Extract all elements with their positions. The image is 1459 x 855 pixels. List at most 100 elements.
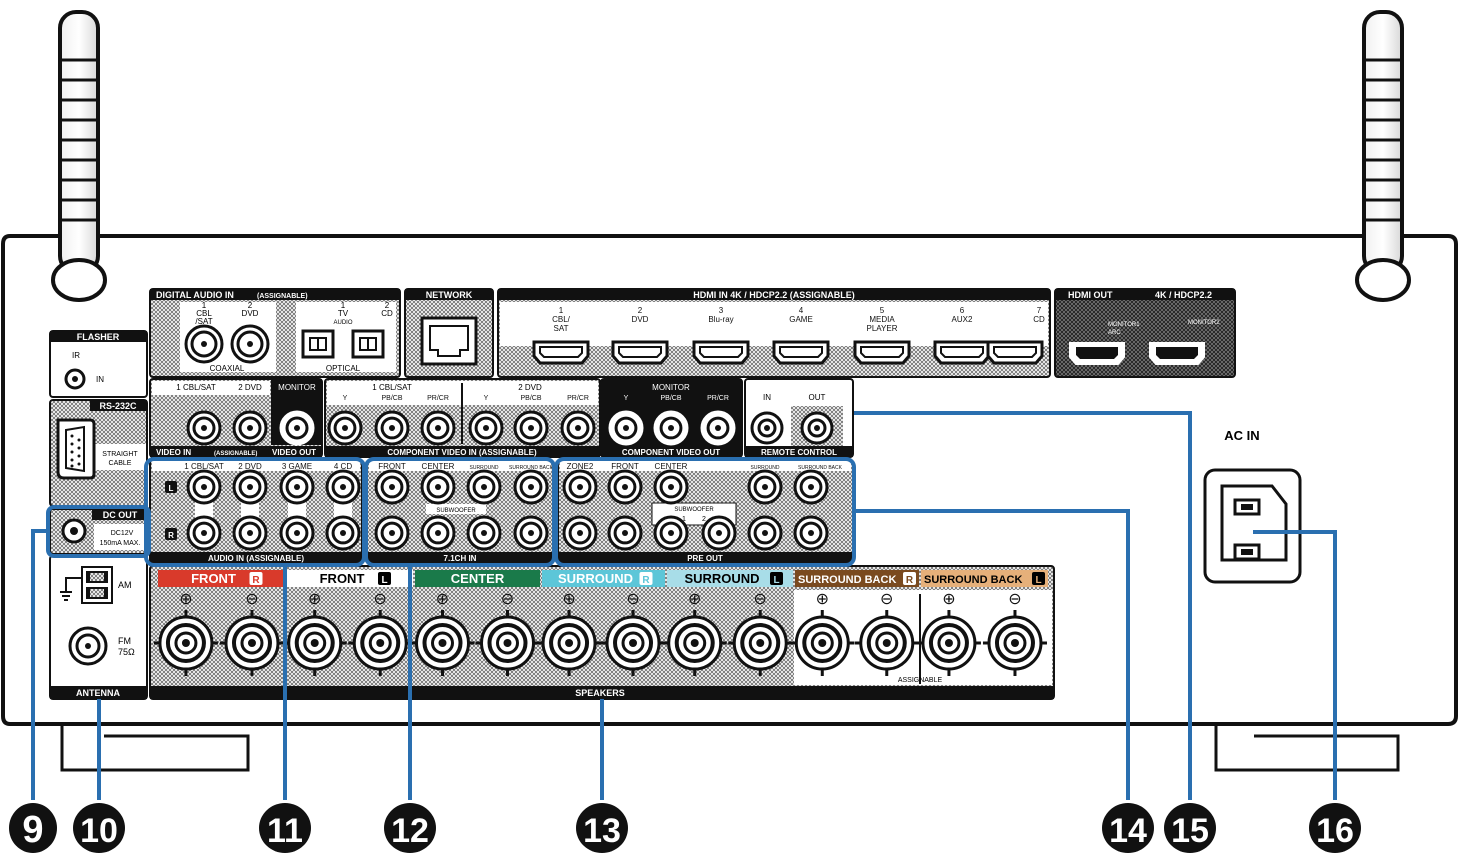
speaker-terminal-3-plus[interactable] <box>410 610 475 676</box>
speaker-side-label-4: R <box>642 575 650 586</box>
ac-in-section: AC IN <box>1203 428 1302 584</box>
hdmi-out-monitor1-port[interactable] <box>1069 342 1125 365</box>
audio-in-r-jack-1[interactable] <box>186 515 222 551</box>
coaxial-jack-2[interactable] <box>230 324 270 364</box>
ch71-top-jack-1[interactable] <box>374 469 410 505</box>
hdmi-in-port-5[interactable] <box>853 340 911 365</box>
audio-in-title: AUDIO IN (ASSIGNABLE) <box>208 554 304 563</box>
audio-in-l-jack-1[interactable] <box>186 469 222 505</box>
hdmi-in-port-3[interactable] <box>692 340 750 365</box>
coaxial-jack-1[interactable] <box>184 324 224 364</box>
ethernet-port[interactable] <box>420 316 478 366</box>
component-in-jack-3[interactable] <box>420 410 456 446</box>
ch71-label-4: SURROUND BACK <box>509 465 554 471</box>
video-out-monitor-jack[interactable] <box>279 410 315 446</box>
pre-out-top-jack-4[interactable] <box>747 469 783 505</box>
component-in-jack-6[interactable] <box>560 410 596 446</box>
hdmi-in-port-1[interactable] <box>532 340 590 365</box>
flasher-in-jack[interactable] <box>64 368 86 390</box>
pre-out-bottom-jack-3[interactable] <box>653 515 689 551</box>
speaker-terminal-6-minus[interactable] <box>854 610 919 676</box>
component-in-jack-4[interactable] <box>468 410 504 446</box>
callout-16: 16 <box>1309 803 1361 853</box>
pre-out-top-jack-5[interactable] <box>793 469 829 505</box>
hdmi-out-monitor2-port[interactable] <box>1149 342 1205 365</box>
callout-lines <box>31 411 1337 800</box>
component-out-jack-2[interactable] <box>653 410 689 446</box>
speaker-terminal-5-plus[interactable] <box>662 610 727 676</box>
speaker-terminal-3-minus[interactable] <box>475 610 540 676</box>
am-terminal[interactable] <box>81 566 113 604</box>
audio-in-r-jack-4[interactable] <box>325 515 361 551</box>
speaker-terminal-1-minus[interactable] <box>219 610 284 676</box>
component-in-jack-2[interactable] <box>374 410 410 446</box>
fm-ohm-label: 75Ω <box>118 647 135 657</box>
fm-jack[interactable] <box>68 626 108 666</box>
ch71-top-jack-4[interactable] <box>513 469 549 505</box>
audio-in-r-jack-3[interactable] <box>279 515 315 551</box>
ch71-bottom-jack-1[interactable] <box>374 515 410 551</box>
remote-out-jack[interactable] <box>800 411 834 445</box>
speaker-plus-4: ⊕ <box>562 591 575 608</box>
audio-in-l-jack-2[interactable] <box>232 469 268 505</box>
speaker-terminal-1-plus[interactable] <box>153 610 218 676</box>
hdmi-in-port-6[interactable] <box>933 340 991 365</box>
speaker-terminal-4-plus[interactable] <box>537 610 602 676</box>
antenna-left <box>51 10 107 302</box>
component-out-jack-3[interactable] <box>700 410 736 446</box>
hdmi-out-title2: 4K / HDCP2.2 <box>1155 290 1212 300</box>
component-in-jack-5[interactable] <box>513 410 549 446</box>
pre-out-bottom-jack-2[interactable] <box>607 515 643 551</box>
audio-in-l-jack-4[interactable] <box>325 469 361 505</box>
speaker-terminal-5-minus[interactable] <box>728 610 793 676</box>
component-out-jack-1[interactable] <box>608 410 644 446</box>
speaker-terminal-7-plus[interactable] <box>916 610 981 676</box>
pre-out-top-jack-1[interactable] <box>562 469 598 505</box>
hdmi-in-3-label-1: Blu-ray <box>708 315 733 324</box>
audio-in-l-jack-3[interactable] <box>279 469 315 505</box>
speaker-terminal-6-plus[interactable] <box>790 610 855 676</box>
optical-jack-1[interactable] <box>301 329 335 359</box>
speaker-terminal-2-minus[interactable] <box>348 610 413 676</box>
pre-out-bottom-jack-6[interactable] <box>793 515 829 551</box>
ch71-bottom-jack-4[interactable] <box>513 515 549 551</box>
audio-in-r-jack-2[interactable] <box>232 515 268 551</box>
video-in-jack-1[interactable] <box>186 410 222 446</box>
ch71-top-jack-3[interactable] <box>466 469 502 505</box>
hdmi-in-port-4[interactable] <box>772 340 830 365</box>
pre-out-bottom-jack-4[interactable] <box>701 515 737 551</box>
optical-jack-2[interactable] <box>351 329 385 359</box>
ch71-subwoofer-jack[interactable] <box>420 515 456 551</box>
pre-out-bottom-jack-5[interactable] <box>747 515 783 551</box>
pre-out-bottom-jack-1[interactable] <box>562 515 598 551</box>
speaker-terminal-7-minus[interactable] <box>982 610 1047 676</box>
remote-in-jack[interactable] <box>750 411 784 445</box>
ch71-top-jack-2[interactable] <box>420 469 456 505</box>
dc-out-section: DC OUT DC12V 150mA MAX. <box>49 508 148 555</box>
pre-out-label-5: SURROUND BACK <box>798 465 843 471</box>
dc-out-jack[interactable] <box>61 518 87 544</box>
pre-out-top-jack-3[interactable] <box>653 469 689 505</box>
hdmi-in-4-label-0: 4 <box>799 306 804 315</box>
remote-control-section: REMOTE CONTROL IN OUT <box>744 378 854 458</box>
speaker-terminal-4-minus[interactable] <box>601 610 666 676</box>
svg-text:R: R <box>168 531 174 540</box>
ch71-surround-r-jack[interactable] <box>466 515 502 551</box>
remote-control-title: REMOTE CONTROL <box>761 448 837 457</box>
hdmi-in-port-7[interactable] <box>986 340 1044 365</box>
rs232c-port[interactable] <box>56 418 96 480</box>
pre-out-top-jack-2[interactable] <box>607 469 643 505</box>
coax-2-num: 2 <box>248 301 253 310</box>
component-in-jack-1[interactable] <box>327 410 363 446</box>
ac-inlet[interactable] <box>1203 468 1302 584</box>
callout-number-9: 9 <box>22 809 43 851</box>
video-in-jack-2[interactable] <box>232 410 268 446</box>
hdmi-in-port-2[interactable] <box>611 340 669 365</box>
dc-out-title: DC OUT <box>103 510 138 520</box>
callout-15: 15 <box>1164 803 1216 853</box>
callout-number-15: 15 <box>1171 812 1209 850</box>
